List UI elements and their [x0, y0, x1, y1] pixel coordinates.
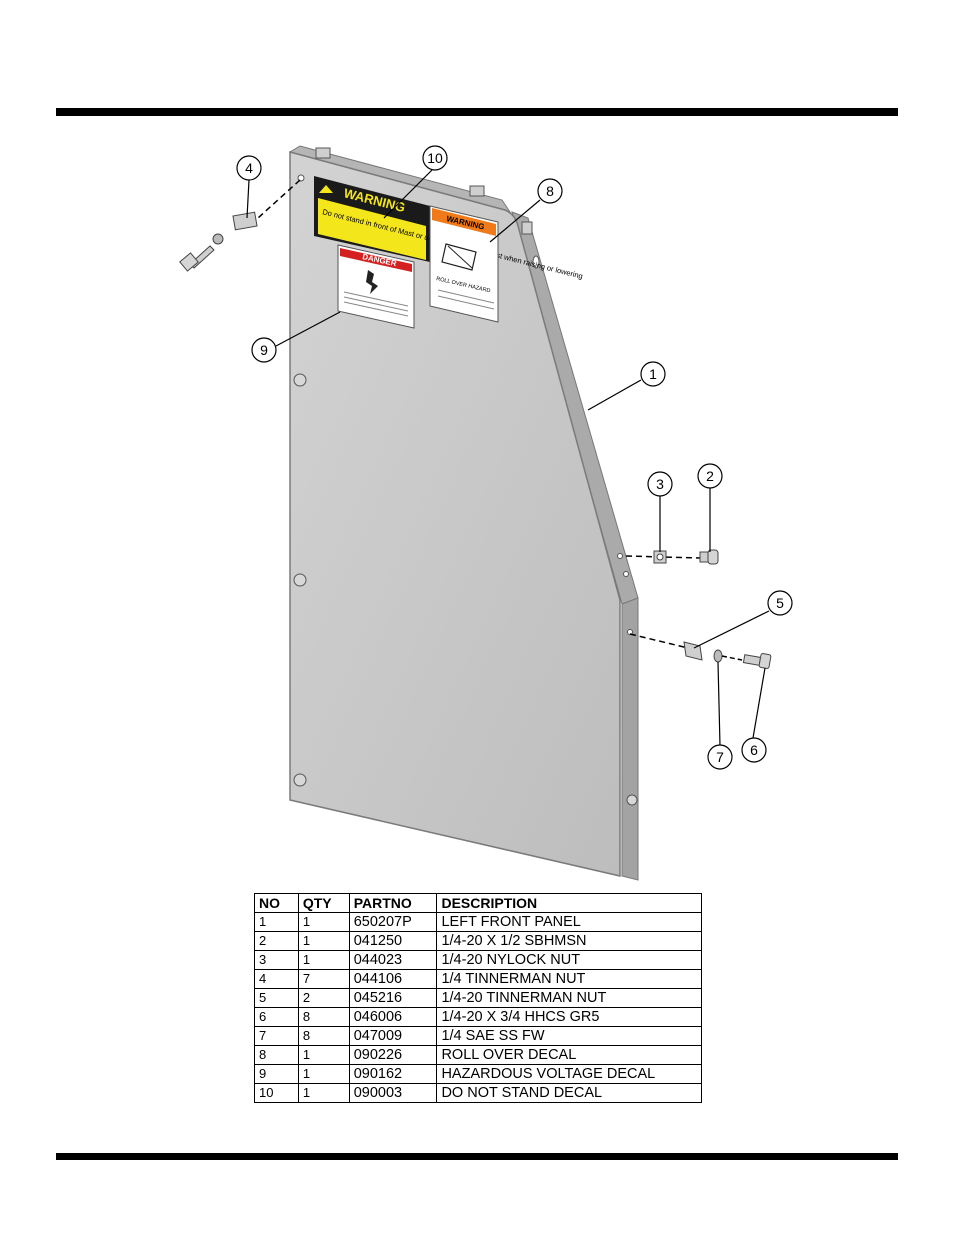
- callout-4: 4: [236, 155, 262, 181]
- hardware-top-left: [179, 179, 301, 272]
- callout-7: 7: [707, 744, 733, 770]
- cell-qty: 1: [297, 1083, 350, 1103]
- roll-over-decal: WARNING ROLL OVER HAZARD: [429, 205, 499, 323]
- cell-no: 9: [254, 1064, 299, 1084]
- cell-qty: 1: [297, 912, 350, 932]
- cell-qty: 7: [297, 969, 350, 989]
- table-row: 5 2 045216 1/4-20 TINNERMAN NUT: [254, 988, 702, 1008]
- cell-description: LEFT FRONT PANEL: [436, 912, 702, 932]
- svg-text:3: 3: [656, 476, 664, 492]
- header-no: NO: [254, 893, 299, 913]
- table-row: 3 1 044023 1/4-20 NYLOCK NUT: [254, 950, 702, 970]
- callout-1: 1: [640, 361, 666, 387]
- callout-9: 9: [251, 337, 277, 363]
- table-row: 1 1 650207P LEFT FRONT PANEL: [254, 912, 702, 932]
- table-row: 10 1 090003 DO NOT STAND DECAL: [254, 1083, 702, 1103]
- header-description: DESCRIPTION: [436, 893, 702, 913]
- header-partno: PARTNO: [348, 893, 438, 913]
- callout-3: 3: [647, 471, 673, 497]
- cell-no: 3: [254, 950, 299, 970]
- cell-partno: 045216: [348, 988, 438, 1008]
- cell-qty: 2: [297, 988, 350, 1008]
- callout-2: 2: [697, 463, 723, 489]
- cell-no: 1: [254, 912, 299, 932]
- table-row: 6 8 046006 1/4-20 X 3/4 HHCS GR5: [254, 1007, 702, 1027]
- table-row: 7 8 047009 1/4 SAE SS FW: [254, 1026, 702, 1046]
- cell-partno: 650207P: [348, 912, 438, 932]
- table-row: 2 1 041250 1/4-20 X 1/2 SBHMSN: [254, 931, 702, 951]
- svg-text:4: 4: [245, 160, 253, 176]
- svg-text:7: 7: [716, 749, 724, 765]
- callout-5: 5: [767, 590, 793, 616]
- hardware-right-upper: [625, 549, 719, 565]
- cell-description: ROLL OVER DECAL: [436, 1045, 702, 1065]
- cell-description: HAZARDOUS VOLTAGE DECAL: [436, 1064, 702, 1084]
- tip-over-icon: [441, 243, 477, 271]
- cell-description: 1/4-20 X 3/4 HHCS GR5: [436, 1007, 702, 1027]
- cell-partno: 090162: [348, 1064, 438, 1084]
- callout-6: 6: [741, 737, 767, 763]
- top-rule: [56, 108, 898, 116]
- callout-8: 8: [537, 178, 563, 204]
- svg-text:8: 8: [546, 183, 554, 199]
- left-front-panel: [288, 145, 639, 881]
- table-row: 4 7 044106 1/4 TINNERMAN NUT: [254, 969, 702, 989]
- cell-no: 4: [254, 969, 299, 989]
- cell-partno: 044106: [348, 969, 438, 989]
- svg-text:6: 6: [750, 742, 758, 758]
- cell-partno: 090003: [348, 1083, 438, 1103]
- svg-text:9: 9: [260, 342, 268, 358]
- cell-description: 1/4-20 X 1/2 SBHMSN: [436, 931, 702, 951]
- cell-partno: 090226: [348, 1045, 438, 1065]
- electric-shock-icon: [366, 270, 378, 294]
- cell-qty: 1: [297, 931, 350, 951]
- table-row: 8 1 090226 ROLL OVER DECAL: [254, 1045, 702, 1065]
- cell-no: 7: [254, 1026, 299, 1046]
- svg-text:10: 10: [427, 150, 443, 166]
- cell-qty: 1: [297, 950, 350, 970]
- cell-description: DO NOT STAND DECAL: [436, 1083, 702, 1103]
- hardware-right-lower: [629, 633, 772, 669]
- bottom-rule: [56, 1153, 898, 1160]
- cell-no: 2: [254, 931, 299, 951]
- table-row: 9 1 090162 HAZARDOUS VOLTAGE DECAL: [254, 1064, 702, 1084]
- parts-table-header: NO QTY PARTNO DESCRIPTION: [254, 893, 702, 913]
- header-qty: QTY: [297, 893, 350, 913]
- cell-no: 10: [254, 1083, 299, 1103]
- cell-description: 1/4-20 NYLOCK NUT: [436, 950, 702, 970]
- warning-triangle-icon: [319, 185, 333, 193]
- cell-no: 5: [254, 988, 299, 1008]
- cell-qty: 8: [297, 1026, 350, 1046]
- hazardous-voltage-decal: DANGER: [337, 244, 415, 329]
- cell-partno: 046006: [348, 1007, 438, 1027]
- cell-partno: 041250: [348, 931, 438, 951]
- cell-partno: 044023: [348, 950, 438, 970]
- cell-partno: 047009: [348, 1026, 438, 1046]
- cell-qty: 8: [297, 1007, 350, 1027]
- cell-qty: 1: [297, 1045, 350, 1065]
- cell-no: 8: [254, 1045, 299, 1065]
- callout-leaders: [246, 169, 770, 747]
- cell-description: 1/4 SAE SS FW: [436, 1026, 702, 1046]
- callout-10: 10: [422, 145, 448, 171]
- cell-no: 6: [254, 1007, 299, 1027]
- cell-description: 1/4 TINNERMAN NUT: [436, 969, 702, 989]
- cell-qty: 1: [297, 1064, 350, 1084]
- svg-text:5: 5: [776, 595, 784, 611]
- cell-description: 1/4-20 TINNERMAN NUT: [436, 988, 702, 1008]
- svg-text:2: 2: [706, 468, 714, 484]
- svg-text:1: 1: [649, 366, 657, 382]
- parts-table: NO QTY PARTNO DESCRIPTION 1 1 650207P LE…: [254, 893, 702, 1103]
